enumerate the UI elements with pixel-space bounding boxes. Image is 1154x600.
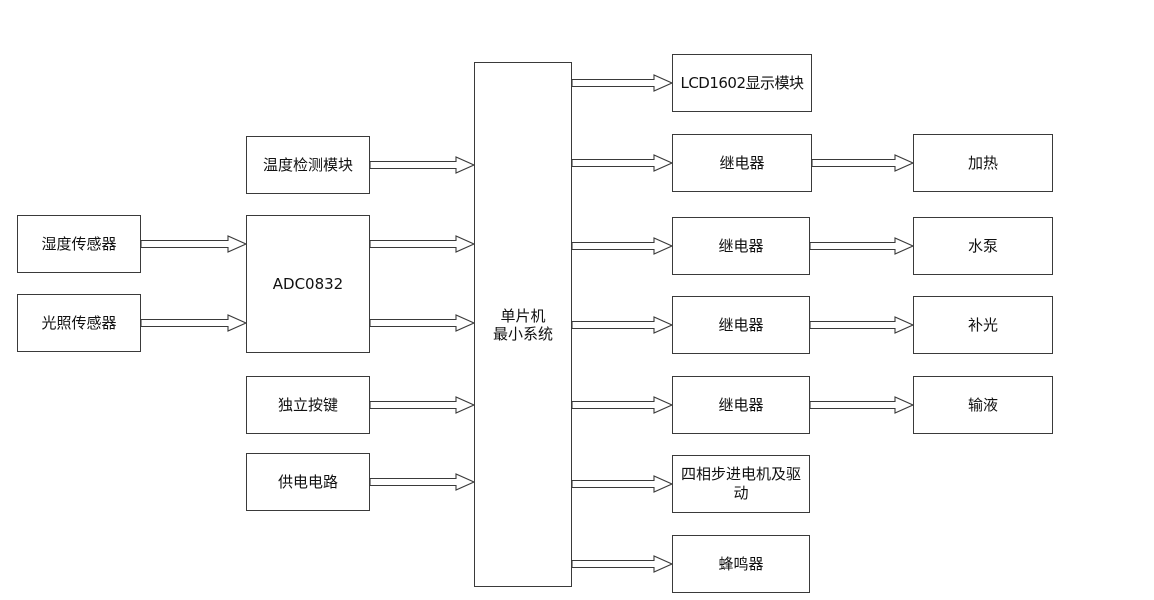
adc-block: ADC0832 [246, 215, 370, 353]
humidity-sensor-block: 湿度传感器 [17, 215, 141, 273]
light-sensor-block: 光照传感器 [17, 294, 141, 352]
arrow-power-to-mcu [369, 473, 476, 491]
arrow-mcu-to-lcd [571, 74, 674, 92]
arrow-adc-to-mcu-2 [369, 314, 476, 332]
arrow-mcu-to-relay-4 [571, 396, 674, 414]
power-label: 供电电路 [277, 472, 338, 491]
lcd-block: LCD1602显示模块 [672, 54, 812, 112]
relay-block-1: 继电器 [672, 134, 812, 192]
arrow-relay-1-to-heating [811, 154, 915, 172]
heating-label: 加热 [967, 153, 998, 172]
stepper-label: 四相步进电机及驱动 [680, 465, 801, 502]
arrow-adc-to-mcu-1 [369, 235, 476, 253]
light-sensor-label: 光照传感器 [41, 313, 117, 332]
buzzer-block: 蜂鸣器 [672, 535, 810, 593]
pump-block: 水泵 [913, 217, 1053, 275]
arrow-mcu-to-buzzer [571, 555, 674, 573]
pump-label: 水泵 [967, 236, 998, 255]
arrow-mcu-to-stepper [571, 475, 674, 493]
keys-block: 独立按键 [246, 376, 370, 434]
arrow-relay-4-to-infusion [809, 396, 915, 414]
lcd-label: LCD1602显示模块 [680, 73, 804, 92]
relay-block-4: 继电器 [672, 376, 810, 434]
stepper-block: 四相步进电机及驱动 [672, 455, 810, 513]
arrow-keys-to-mcu [369, 396, 476, 414]
relay-label-3: 继电器 [718, 315, 764, 334]
arrow-relay-2-to-pump [809, 237, 915, 255]
temperature-module-block: 温度检测模块 [246, 136, 370, 194]
adc-label: ADC0832 [272, 274, 344, 293]
keys-label: 独立按键 [277, 395, 338, 414]
arrow-temperature-to-mcu [369, 156, 476, 174]
relay-block-3: 继电器 [672, 296, 810, 354]
arrow-relay-3-to-fill-light [809, 316, 915, 334]
relay-label-4: 继电器 [718, 395, 764, 414]
mcu-block: 单片机 最小系统 [474, 62, 572, 587]
relay-block-2: 继电器 [672, 217, 810, 275]
fill-light-block: 补光 [913, 296, 1053, 354]
arrow-light-to-adc [140, 314, 248, 332]
humidity-sensor-label: 湿度传感器 [41, 234, 117, 253]
heating-block: 加热 [913, 134, 1053, 192]
arrow-mcu-to-relay-2 [571, 237, 674, 255]
arrow-mcu-to-relay-1 [571, 154, 674, 172]
infusion-label: 输液 [967, 395, 998, 414]
power-block: 供电电路 [246, 453, 370, 511]
arrow-humidity-to-adc [140, 235, 248, 253]
relay-label-1: 继电器 [719, 153, 765, 172]
buzzer-label: 蜂鸣器 [718, 554, 764, 573]
relay-label-2: 继电器 [718, 236, 764, 255]
mcu-label: 单片机 最小系统 [492, 306, 553, 343]
fill-light-label: 补光 [967, 315, 998, 334]
arrow-mcu-to-relay-3 [571, 316, 674, 334]
infusion-block: 输液 [913, 376, 1053, 434]
temperature-module-label: 温度检测模块 [262, 155, 353, 174]
